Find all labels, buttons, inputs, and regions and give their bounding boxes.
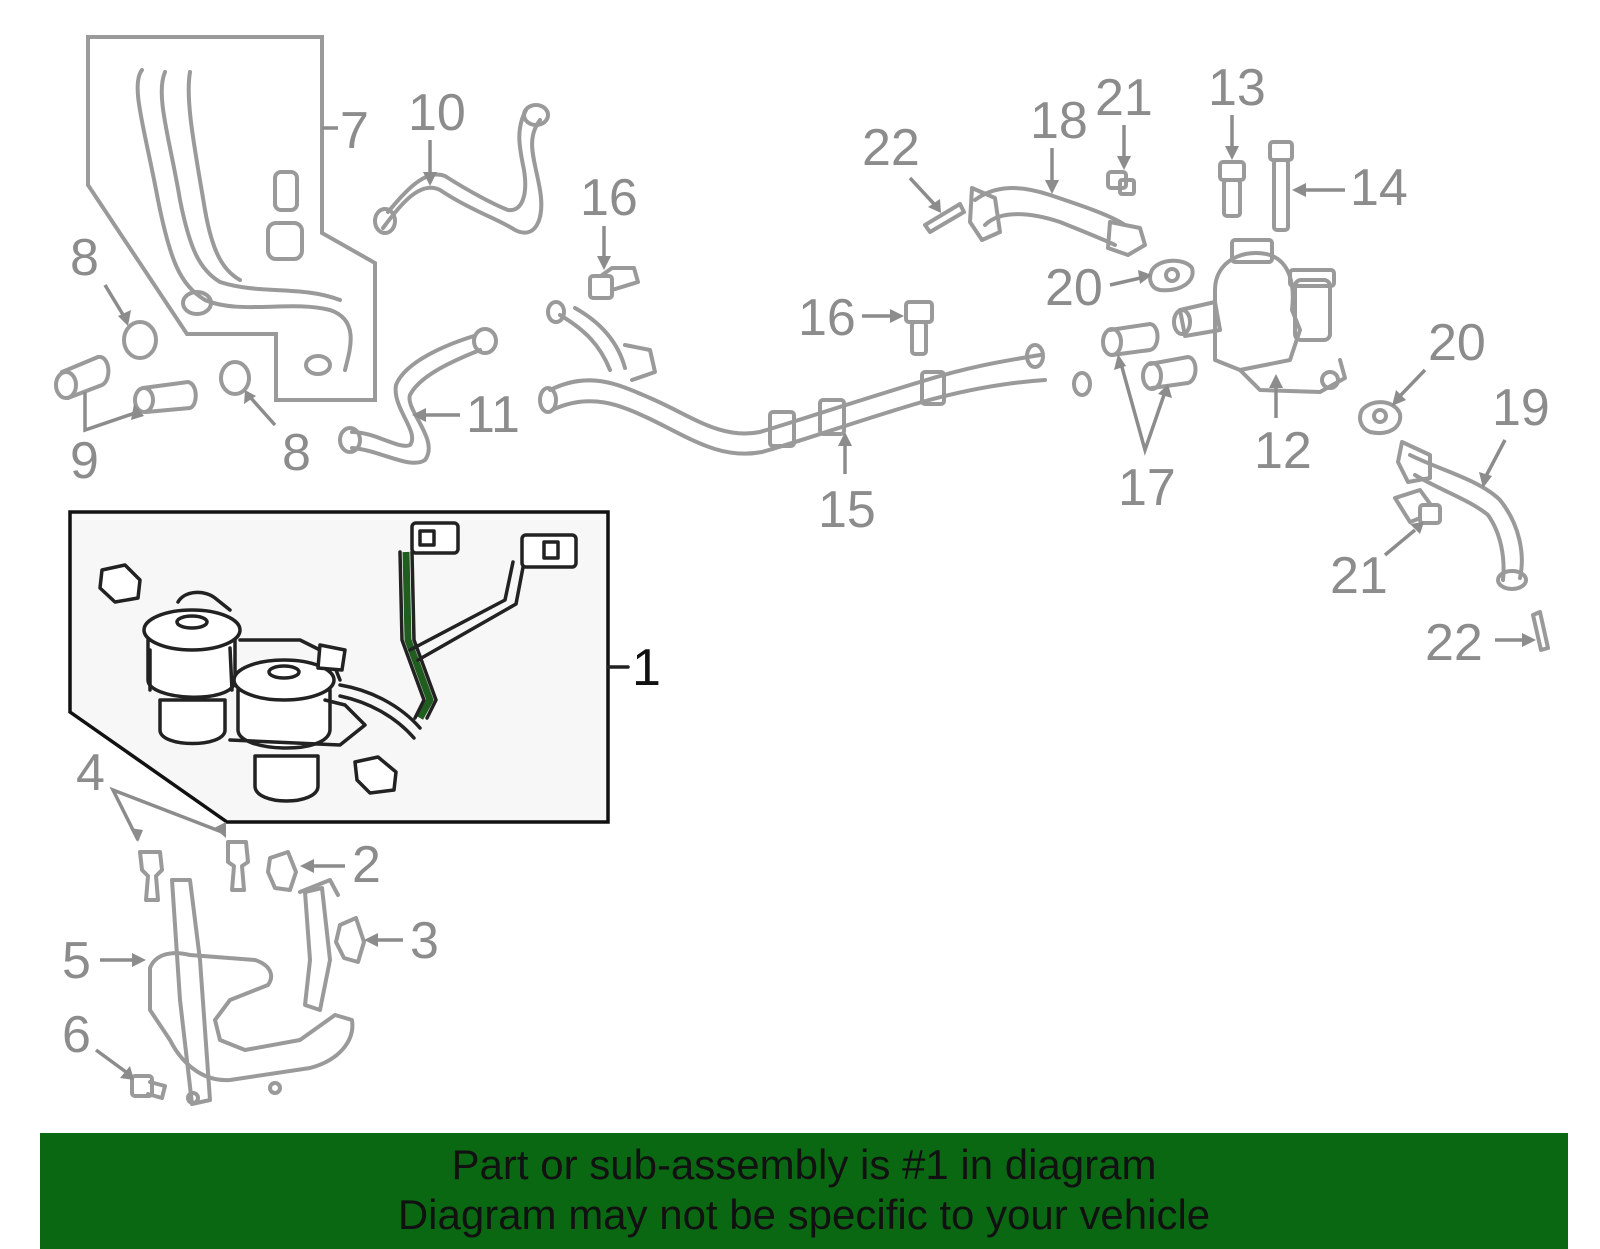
callout-19: 19: [1492, 379, 1550, 437]
part-21-bolt-b: [1383, 488, 1442, 557]
callout-22b: 22: [1425, 614, 1483, 672]
part-22-pin-a: [908, 176, 966, 234]
callout-4: 4: [76, 744, 105, 802]
callout-12: 12: [1254, 422, 1312, 480]
callout-3: 3: [410, 912, 439, 970]
callout-18: 18: [1030, 92, 1088, 150]
callout-20b: 20: [1428, 314, 1486, 372]
part-7-hose-group: [86, 35, 377, 402]
callout-16a: 16: [580, 169, 638, 227]
callout-6: 6: [62, 1006, 91, 1064]
part-10-hose: [373, 103, 550, 235]
part-3-clip: [334, 916, 403, 964]
part-4-mounts: [109, 786, 250, 902]
callout-7: 7: [340, 102, 369, 160]
callout-1[interactable]: 1: [632, 639, 661, 697]
part-14-bolt: [1268, 140, 1345, 232]
part-21-bolt-a: [1106, 125, 1136, 196]
callout-21a: 21: [1095, 69, 1153, 127]
part-20-gasket-b: [1358, 368, 1427, 435]
callout-20a: 20: [1045, 259, 1103, 317]
part-16-bolt-a: [588, 226, 640, 300]
banner-line-1: Part or sub-assembly is #1 in diagram: [451, 1141, 1157, 1188]
callout-8b: 8: [282, 424, 311, 482]
part-8-clamps: [103, 284, 277, 427]
part-19-pipe: [1396, 439, 1528, 591]
callout-14: 14: [1350, 159, 1408, 217]
part-12-valve: [1172, 238, 1347, 418]
callout-8a: 8: [70, 229, 99, 287]
part-9-hoses: [54, 355, 198, 433]
callout-2: 2: [352, 836, 381, 894]
callout-5: 5: [62, 932, 91, 990]
part-15-pipe: [538, 300, 1092, 474]
callout-21b: 21: [1330, 547, 1388, 605]
part-16-bolt-b: [862, 300, 934, 356]
part-22-pin-b: [1495, 610, 1550, 652]
part-20-gasket-a: [1109, 258, 1195, 293]
info-banner: Part or sub-assembly is #1 in diagram Di…: [40, 1133, 1568, 1249]
part-2-clip: [266, 850, 345, 892]
callout-11: 11: [466, 386, 520, 444]
callout-16b: 16: [798, 289, 856, 347]
callout-15: 15: [818, 481, 876, 539]
callout-10: 10: [408, 84, 466, 142]
part-18-pipe: [968, 148, 1147, 257]
callout-9: 9: [70, 432, 99, 490]
part-13-bolt: [1218, 115, 1246, 218]
callout-17: 17: [1118, 459, 1176, 517]
callout-22a: 22: [862, 119, 920, 177]
part-6-bolt: [94, 1048, 167, 1100]
banner-line-2: Diagram may not be specific to your vehi…: [397, 1191, 1211, 1238]
callout-13: 13: [1208, 59, 1266, 117]
part-17-hoses: [1101, 322, 1198, 456]
part-1-air-pump-assembly[interactable]: [68, 510, 630, 824]
part-5-bracket: [100, 878, 355, 1106]
part-11-hose: [338, 327, 498, 465]
